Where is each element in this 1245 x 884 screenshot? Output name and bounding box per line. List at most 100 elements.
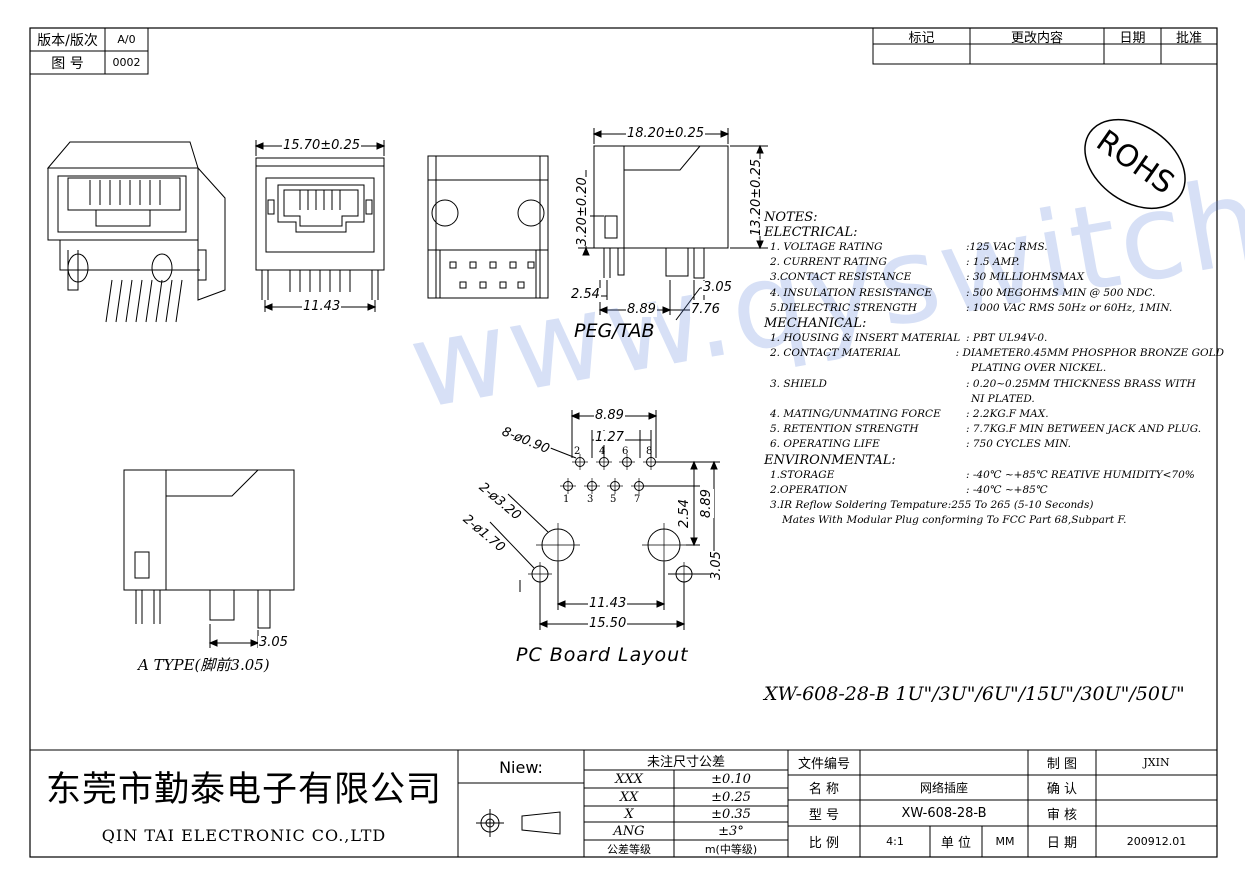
date-label: 日 期 [1046,836,1078,851]
dim-pcb-peg-offset: 3.05 [709,551,724,580]
pin-number: 1 [563,494,570,505]
title-block-lines [30,749,1217,857]
revision-col-content: 更改内容 [1010,30,1063,46]
version-label: 版本/版次 [37,32,98,49]
caption-peg-tab: PEG/TAB [574,320,655,342]
notes-block: NOTES: ELECTRICAL: 1. VOLTAGE RATING:125… [764,210,1224,528]
note-row: 2.OPERATION: -40℃ ~+85℃ [770,483,1048,496]
dim-width-front: 15.70±0.25 [282,138,362,153]
tolerance-key: ANG [613,823,645,839]
model-label: 型 号 [808,807,840,823]
revision-col-mark: 标记 [908,30,935,46]
front-view [254,140,386,312]
dim-pcb-pitch-total: 8.89 [594,408,625,423]
header-table-lines [29,27,149,75]
company-en: QIN TAI ELECTRONIC CO.,LTD [101,825,387,845]
tolerance-title: 未注尺寸公差 [646,754,725,770]
note-row: 1.STORAGE: -40℃ ~+85℃ REATIVE HUMIDITY<7… [770,468,1195,481]
name-value: 网络插座 [919,781,968,795]
drawing-frame [29,27,1218,858]
note-row: 1. HOUSING & INSERT MATERIAL: PBT UL94V-… [770,332,1048,345]
pin-number: 8 [646,446,653,457]
electrical-title: ELECTRICAL: [764,225,858,240]
pin-number: 6 [622,446,629,457]
side-view [572,128,768,321]
view-label: Niew: [499,757,543,777]
note-row: 5. RETENTION STRENGTH: 7.7KG.F MIN BETWE… [770,423,1202,436]
name-label: 名 称 [808,782,840,797]
tolerance-value: ±3° [718,823,744,839]
dim-a-type-tab: 3.05 [258,635,289,650]
mechanical-title: MECHANICAL: [764,316,867,332]
scale-label: 比 例 [808,836,840,851]
pin-number: 7 [634,494,641,505]
notes-title: NOTES: [764,210,818,225]
dim-pcb-row-offset: 2.54 [677,499,692,528]
environmental-title: ENVIRONMENTAL: [764,452,896,468]
date-value: 200912.01 [1126,835,1187,848]
pin-number: 5 [610,494,617,505]
a-type-view [123,469,295,648]
pin-number: 4 [599,446,606,457]
scale-value: 4:1 [886,835,904,848]
tolerance-value: ±0.25 [711,789,751,805]
dim-pcb-peg-pitch: 11.43 [588,596,628,611]
dim-tab-len: 3.05 [702,280,733,295]
drawing-no-value: 0002 [112,56,141,69]
tolerance-key: XXX [615,771,643,787]
unit-label: 单 位 [940,836,972,851]
caption-pcb-layout: PC Board Layout [516,644,689,666]
audit-value [1096,800,1217,826]
grade-value: m(中等级) [704,842,758,856]
note-env-line4: Mates With Modular Plug conforming To FC… [782,514,1127,527]
model-value: XW-608-28-B [901,805,987,821]
note-continuation: NI PLATED. [971,392,1035,405]
note-row: 4. MATING/UNMATING FORCE: 2.2KG.F MAX. [770,408,1049,421]
note-row: 3. SHIELD: 0.20~0.25MM THICKNESS BRASS W… [770,377,1196,390]
drawing-no-label: 图 号 [51,55,84,72]
checked-value [1096,775,1217,800]
tolerance-value: ±0.35 [711,806,751,822]
pin-number: 2 [574,446,581,457]
tolerance-key: X [624,806,634,822]
drawn-value: JXIN [1143,756,1170,769]
note-row: 5.DIELECTRIC STRENGTH: 1000 VAC RMS 50Hz… [770,301,1173,314]
note-row: 3.CONTACT RESISTANCE: 30 MILLIOHMSMAX [770,271,1085,284]
tolerance-key: XX [619,789,639,805]
note-row: 2. CONTACT MATERIAL: DIAMETER0.45MM PHOS… [770,347,1224,360]
audit-label: 审 核 [1046,807,1078,823]
rohs-ellipse [1084,118,1186,210]
dim-height-side: 13.20±0.25 [749,158,764,236]
note-row: 1. VOLTAGE RATING:125 VAC RMS. [770,241,1048,253]
note-row: 4. INSULATION RESISTANCE: 500 MEGOHMS MI… [770,286,1156,299]
tolerance-value: ±0.10 [711,771,751,787]
pcb-layout [489,410,720,630]
dim-pcb-outer: 15.50 [588,616,628,631]
checked-label: 确 认 [1046,782,1078,797]
caption-a-type: A TYPE(脚前3.05) [138,656,270,674]
dim-peg-offset: 2.54 [570,287,601,302]
dim-pcb-pitch: 1.27 [594,430,625,445]
part-line: XW-608-28-B 1U"/3U"/6U"/15U"/30U"/50U" [764,683,1185,705]
grade-label: 公差等级 [607,842,651,856]
revision-table-lines [872,27,1218,65]
dim-peg-center: 7.76 [690,302,721,317]
dim-led-offset: 3.20±0.20 [575,177,590,246]
dim-width-side: 18.20±0.25 [626,126,706,141]
revision-col-approve: 批准 [1175,30,1202,46]
file-no-label: 文件编号 [797,757,850,772]
dim-pcb-height: 8.89 [699,489,714,518]
drawn-label: 制 图 [1046,757,1078,772]
iso-view [46,141,226,323]
pin-number: 3 [587,494,594,505]
version-value: A/0 [117,33,136,46]
rear-view [427,155,549,299]
note-row: 2. CURRENT RATING: 1.5 AMP. [770,256,1020,269]
dim-peg-spacing: 8.89 [626,302,657,317]
dim-pitch-front: 11.43 [302,299,342,314]
company-cn: 东莞市勤泰电子有限公司 [45,769,442,810]
file-no-value [860,750,1028,775]
note-row: 6. OPERATING LIFE: 750 CYCLES MIN. [770,438,1071,451]
unit-value: MM [995,835,1015,848]
note-continuation: PLATING OVER NICKEL. [971,362,1107,375]
